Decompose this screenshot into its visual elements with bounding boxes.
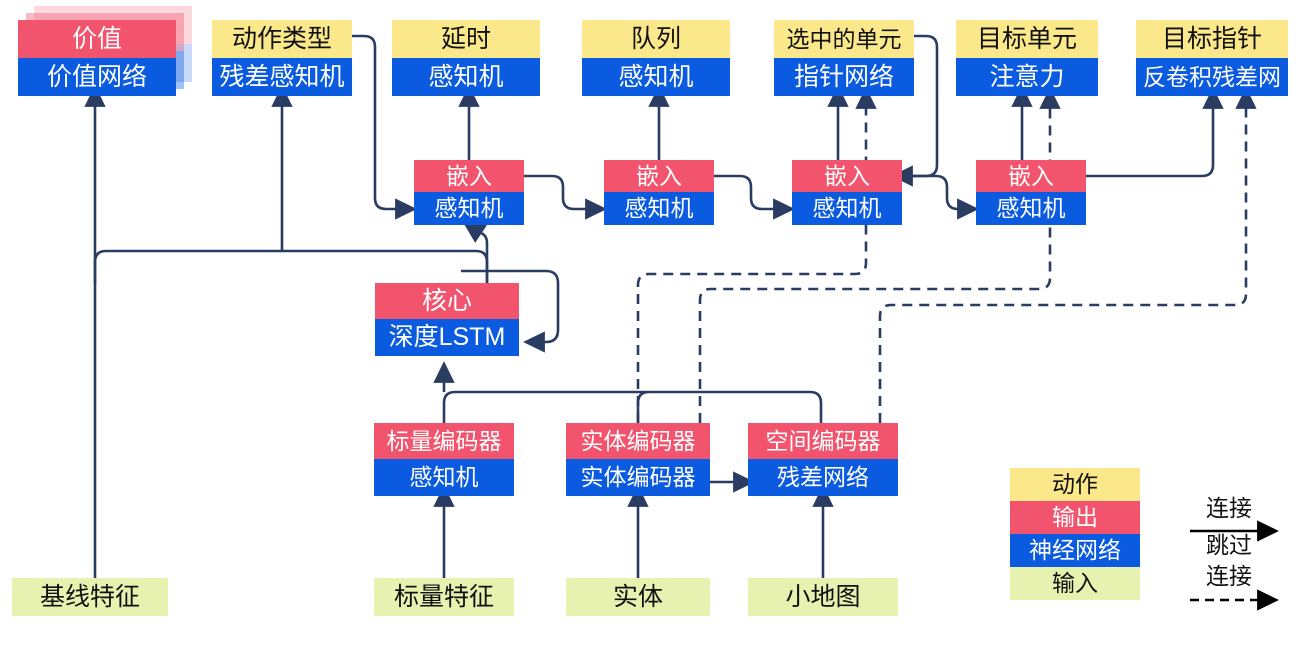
target-point-label: 目标指针: [1136, 20, 1288, 58]
selected-units-network-label: 指针网络: [774, 58, 914, 96]
queue-label: 队列: [582, 20, 730, 58]
input-node-baseline-features[interactable]: 基线特征: [12, 578, 168, 616]
legend-swatches: 动作 输出 神经网络 输入: [1010, 468, 1140, 600]
wire-encoder-bus: [442, 390, 823, 423]
core-node[interactable]: 核心 深度LSTM: [375, 283, 519, 356]
legend-action-swatch: 动作: [1010, 468, 1140, 501]
scalar-encoder-label: 标量编码器: [374, 423, 514, 459]
legend-output-swatch: 输出: [1010, 501, 1140, 534]
input-node-entities[interactable]: 实体: [566, 578, 710, 616]
output-node-target-point[interactable]: 目标指针 反卷积残差网: [1136, 20, 1288, 96]
legend-network-swatch: 神经网络: [1010, 534, 1140, 567]
encoder-node-scalar[interactable]: 标量编码器 感知机: [374, 423, 514, 496]
skip-spatial-to-target-point: [878, 87, 1257, 423]
delay-network-label: 感知机: [392, 58, 540, 96]
legend-skip-label-line2: 连接: [1206, 563, 1252, 589]
embed4-network-label: 感知机: [976, 192, 1086, 225]
action-type-label: 动作类型: [212, 20, 352, 58]
target-unit-network-label: 注意力: [956, 58, 1098, 96]
embed1-output-label: 嵌入: [414, 160, 524, 192]
input-node-scalar-features[interactable]: 标量特征: [374, 578, 514, 616]
embed2-network-label: 感知机: [604, 192, 714, 225]
value-output-label: 价值: [18, 20, 176, 58]
encoder-node-entity[interactable]: 实体编码器 实体编码器: [566, 423, 710, 496]
legend-input-swatch: 输入: [1010, 567, 1140, 600]
wire-core-trunk-left: [93, 249, 489, 283]
output-node-delay[interactable]: 延时 感知机: [392, 20, 540, 96]
output-node-selected-units[interactable]: 选中的单元 指针网络: [774, 20, 914, 96]
legend-skip-label-line1: 跳过: [1206, 532, 1252, 558]
embed3-network-label: 感知机: [792, 192, 902, 225]
queue-network-label: 感知机: [582, 58, 730, 96]
wire-embed3-to-embed4: [902, 174, 979, 220]
output-node-value[interactable]: 价值 价值网络: [18, 6, 192, 96]
embed1-network-label: 感知机: [414, 192, 524, 225]
delay-label: 延时: [392, 20, 540, 58]
wire-core-to-embed1: [462, 221, 489, 283]
embed-node-4[interactable]: 嵌入 感知机: [976, 160, 1086, 225]
spatial-encoder-label: 空间编码器: [748, 423, 898, 459]
output-node-action-type[interactable]: 动作类型 残差感知机: [212, 20, 352, 96]
embed-node-1[interactable]: 嵌入 感知机: [414, 160, 524, 225]
input-node-minimap[interactable]: 小地图: [748, 578, 898, 616]
embed2-output-label: 嵌入: [604, 160, 714, 192]
spatial-encoder-network-label: 残差网络: [748, 459, 898, 496]
legend-connection-label: 连接: [1206, 495, 1252, 521]
action-type-network-label: 残差感知机: [212, 58, 352, 96]
scalar-encoder-network-label: 感知机: [374, 459, 514, 496]
core-output-label: 核心: [375, 283, 519, 319]
entity-encoder-label: 实体编码器: [566, 423, 710, 459]
embed-node-3[interactable]: 嵌入 感知机: [792, 160, 902, 225]
core-network-label: 深度LSTM: [375, 319, 519, 356]
wire-embed4-to-target-point: [1086, 87, 1224, 178]
embed4-output-label: 嵌入: [976, 160, 1086, 192]
skip-entity-to-target-unit: [698, 87, 1061, 423]
target-unit-label: 目标单元: [956, 20, 1098, 58]
selected-units-label: 选中的单元: [774, 20, 914, 58]
target-point-network-label: 反卷积残差网: [1136, 58, 1288, 96]
output-node-queue[interactable]: 队列 感知机: [582, 20, 730, 96]
encoder-node-spatial[interactable]: 空间编码器 残差网络: [748, 423, 898, 496]
value-network-label: 价值网络: [18, 58, 176, 96]
entity-encoder-network-label: 实体编码器: [566, 459, 710, 496]
embed3-output-label: 嵌入: [792, 160, 902, 192]
skip-entity-to-selected-units: [636, 87, 877, 423]
wire-entity-to-bus: [636, 390, 650, 423]
wire-embed1-to-embed2: [524, 174, 607, 220]
wire-embed2-to-embed3: [714, 174, 795, 220]
output-node-target-unit[interactable]: 目标单元 注意力: [956, 20, 1098, 96]
embed-node-2[interactable]: 嵌入 感知机: [604, 160, 714, 225]
